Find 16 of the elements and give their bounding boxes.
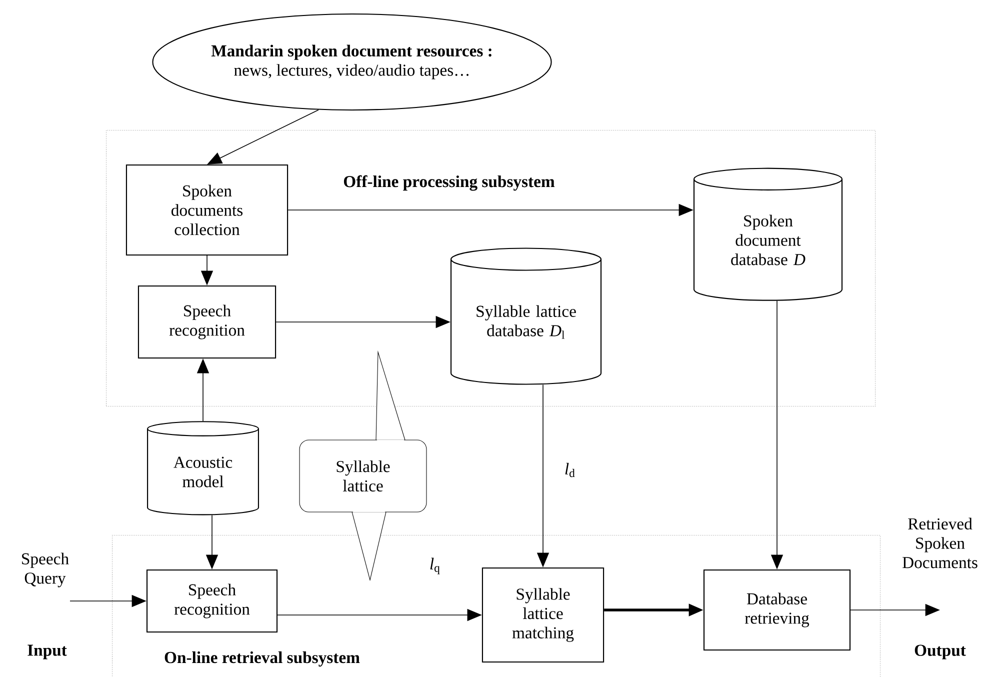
process-box: Speech recognition bbox=[146, 569, 278, 633]
edge-label: l$_{d}$ bbox=[563, 462, 577, 478]
process-box: Speech recognition bbox=[138, 285, 276, 359]
process-box: Spoken documents collection bbox=[126, 164, 288, 256]
database-cylinder: Syllable lattice database D$_{l}$ bbox=[450, 248, 602, 385]
callout-bubble: Syllable lattice bbox=[299, 350, 427, 582]
process-box: Syllable lattice matching bbox=[482, 567, 604, 663]
database-cylinder: Acoustic model bbox=[147, 421, 259, 516]
flow-label: Speech Query bbox=[22, 552, 69, 588]
io-label: Output bbox=[914, 644, 966, 660]
ellipse-node: Mandarin spoken document resources : news, lectures, video/audio tapes… bbox=[152, 13, 552, 111]
io-label: Input bbox=[28, 644, 67, 660]
flow-label: Retrieved Spoken Documents bbox=[902, 518, 978, 568]
edge-label: l$_{q}$ bbox=[428, 556, 442, 576]
process-box: Database retrieving bbox=[703, 569, 851, 651]
database-cylinder: Spoken document database D bbox=[693, 168, 843, 301]
